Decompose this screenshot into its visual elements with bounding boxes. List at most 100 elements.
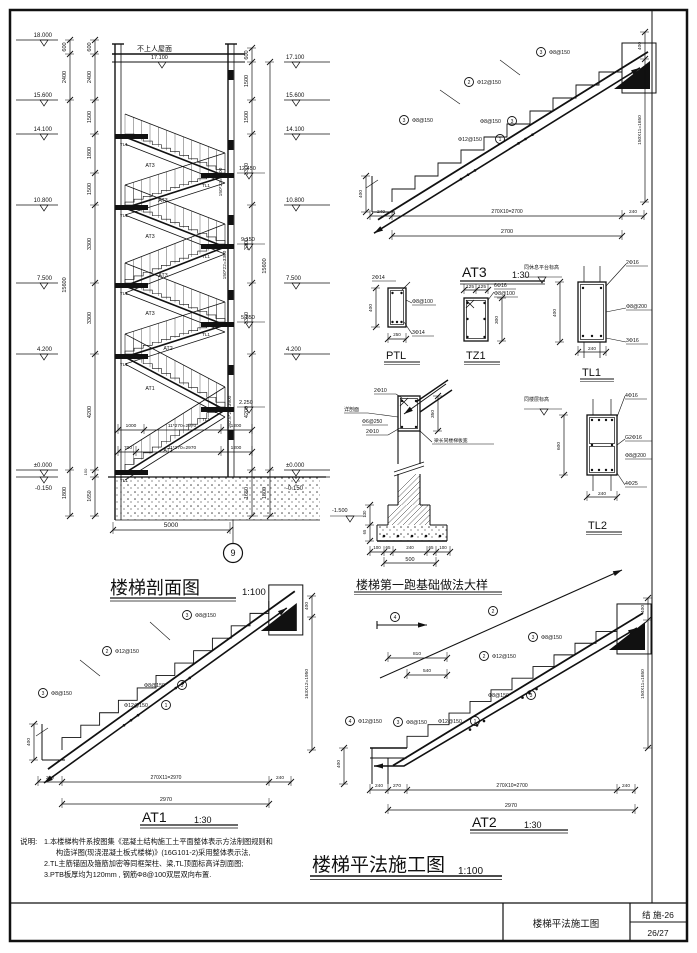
tl1-w: 240 [588,346,596,352]
notes-l4: 3.PTB板厚均为120mm , 钢筋Φ8@100双层双向布置. [44,870,211,879]
at2-a8: Φ8@150 [406,720,427,726]
section-chainA-3: 1800 [62,487,68,499]
fnd-stir: Φ6@250 [362,419,382,425]
section-flight_labels-0: AT1 [163,448,172,454]
notes-label: 说明: [20,836,37,846]
section-left_flags-7: -0.150 [35,486,53,492]
section-chainB-4: 1500 [87,183,93,195]
ptl-stir: Φ8@100 [412,299,433,305]
at2-a8: Φ8@150 [488,693,509,699]
section-chainD-0: 15600 [262,258,268,273]
at1-a8: Φ8@150 [144,683,165,689]
ptl-w: 250 [393,332,401,337]
fnd-title: 楼梯第一跑基础做法大样 [356,577,488,592]
fnd-note2: 梁长同楼梯板宽 [434,437,468,444]
tl2-waist: G2Φ16 [625,435,642,441]
fnd-db-4: 100 [439,545,447,550]
at2-dright: 150X11=1650 [640,669,646,699]
section-tl1: TL1 [202,417,210,422]
section-left_flags-5: 4.200 [37,347,53,353]
at3-n1: 1 [499,137,502,143]
tl2-h: 600 [556,442,562,450]
at2-a12: Φ12@150 [492,654,516,660]
at3-n2: 2 [468,80,471,86]
at3-db-1: 270X10=2700 [491,209,523,215]
section-chainB-6: 3300 [87,312,93,324]
tz1-title: TZ1 [466,350,486,362]
section-tl1: TL1 [202,332,210,337]
at3-d400r: 400 [637,42,643,50]
at1-title: AT1 [142,809,167,825]
at1-d400r: 400 [304,602,310,610]
section-chainA-1: 2400 [62,71,68,83]
sheet-big_title_scale: 1:100 [458,866,483,877]
section-grid: 9 [230,548,235,558]
section-mid_flags-1: 9.150 [241,237,255,243]
section-left_flags-1: 15.600 [34,93,53,99]
section-run_a-1: 11*270=2970 [168,423,197,429]
at2-n3: 3 [530,693,533,699]
at3-a12: Φ12@150 [458,137,482,143]
section-chainB-3: 1800 [87,147,93,159]
at3-db-2: 240 [629,209,637,215]
section-right_flags-7: -0.150 [286,486,304,492]
section-chainC-1: 1500 [244,75,250,87]
at2-scale: 1:30 [524,820,542,830]
section-right_flags-0: 17.100 [286,55,305,61]
fnd-note1: 详剖面 [344,406,359,413]
at3-n3: 3 [511,119,514,125]
at2-a12: Φ12@150 [358,719,382,725]
section-mid_flags-3: 2.250 [239,400,253,406]
at2-db-0: 240 [375,783,383,789]
tl1-title: TL1 [582,367,601,379]
at2-db-2: 270X10=2700 [496,783,528,789]
section-roof_elev: 17.100 [151,55,168,61]
at2-d400l: 400 [336,760,342,768]
section-chainA-2: 15600 [62,277,68,292]
section-chainB-0: 600 [87,42,93,51]
at3-dright: 150X11=1650 [637,115,643,145]
section-tl1: TL1 [120,478,128,483]
at2-n2: 2 [483,654,486,660]
fnd-top: 2Φ10 [374,388,387,394]
tl2-note: 同楼层标高 [524,396,549,403]
section-tl1: TL1 [120,291,128,296]
at3-a8: Φ8@150 [549,50,570,56]
section-flight_labels-5: AT3 [145,234,154,240]
at1-n3: 3 [42,691,45,697]
section-run_b-0: 700 [124,445,132,451]
notes-block: 说明:1.本楼梯构件系按图集《混凝土结构施工土平面整体表示方法制图规则和构造详图… [20,836,273,879]
at2-n3: 3 [397,720,400,726]
tl1-top: 2Φ16 [626,260,639,266]
section-tl1: TL1 [202,254,210,259]
at1-d400l: 400 [26,738,32,746]
at1-n3: 3 [181,683,184,689]
fnd-d65: 65 [362,529,367,534]
section-tl1: TL1 [120,142,128,147]
section-chainC-7: 1650 [244,487,250,499]
at3-a12: Φ12@150 [477,80,501,86]
at2-n4: 4 [394,615,397,621]
at1-n3: 3 [186,613,189,619]
section-left_flags-6: ±0.000 [34,463,53,469]
notes-l2: 构造详图(现浇混凝土板式楼梯)》(16G101-2)采用整体表示法, [56,848,250,857]
section-riser-0: 150*22=3300 [218,167,224,196]
at1-n1: 1 [165,703,168,709]
section-chainB-8: 150 [83,468,88,475]
section-left_flags-2: 14.100 [34,127,53,133]
at3-a8: Φ8@150 [412,118,433,124]
section-chainB-1: 2400 [87,71,93,83]
at2-db-3: 240 [622,783,630,789]
ptl-title: PTL [386,350,406,362]
section-flight_labels-4: AT3 [158,273,167,279]
at1-db-0: 240 [46,775,54,781]
ptl-top: 2Φ14 [372,275,385,281]
sheet-titleblock-title: 楼梯平法施工图 [533,918,600,930]
at1-db-2: 240 [276,775,284,781]
